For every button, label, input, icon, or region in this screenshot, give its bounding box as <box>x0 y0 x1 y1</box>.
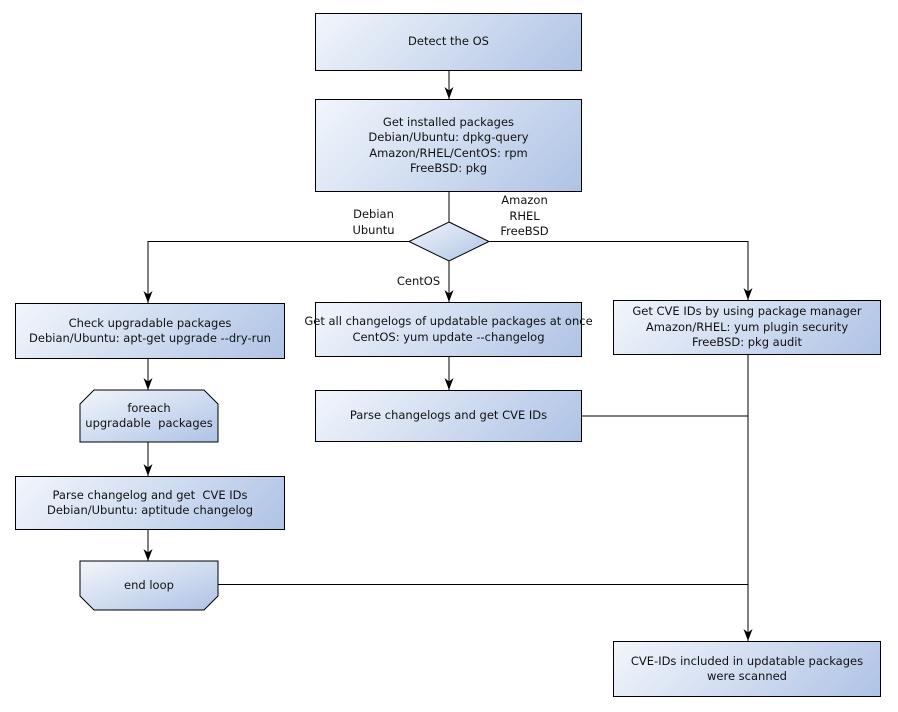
node-end-loop: end loop <box>124 577 174 592</box>
arrowhead <box>444 290 454 302</box>
node-get-all-changelogs: Get all changelogs of updatable packages… <box>304 302 593 357</box>
arrowhead <box>743 629 753 641</box>
edge-label-debian-ubuntu: Debian Ubuntu <box>352 207 395 237</box>
node-foreach-loop: foreach upgradable packages <box>85 400 213 431</box>
node-get-cve-ids-pkg-manager: Get CVE IDs by using package manager Ama… <box>613 300 881 355</box>
connector-lines <box>147 71 749 641</box>
edge-label-amazon-rhel-freebsd: Amazon RHEL FreeBSD <box>500 193 549 238</box>
arrowhead <box>444 378 454 390</box>
node-parse-changelog-debian: Parse changelog and get CVE IDs Debian/U… <box>15 476 285 530</box>
node-detect-os: Detect the OS <box>315 13 582 71</box>
arrowhead <box>143 549 153 561</box>
arrowhead <box>143 378 153 390</box>
arrowhead <box>743 288 753 300</box>
arrowheads <box>143 87 753 641</box>
edge-label-centos: CentOS <box>396 274 441 288</box>
node-get-installed-packages: Get installed packages Debian/Ubuntu: dp… <box>315 99 582 192</box>
arrowhead <box>143 291 153 303</box>
arrowhead <box>143 464 153 476</box>
loop-start-shape <box>79 389 219 443</box>
loop-end-shape <box>79 560 219 611</box>
node-parse-changelogs-centos: Parse changelogs and get CVE IDs <box>315 390 582 442</box>
node-check-upgradable-packages: Check upgradable packages Debian/Ubuntu:… <box>15 303 285 359</box>
edge-decision-to-check-upgradable <box>147 241 409 303</box>
arrowhead <box>444 87 454 99</box>
node-cve-ids-scanned: CVE-IDs included in updatable packages w… <box>613 641 881 697</box>
edge-decision-to-get-cve <box>489 241 749 300</box>
decision-diamond <box>407 221 491 262</box>
